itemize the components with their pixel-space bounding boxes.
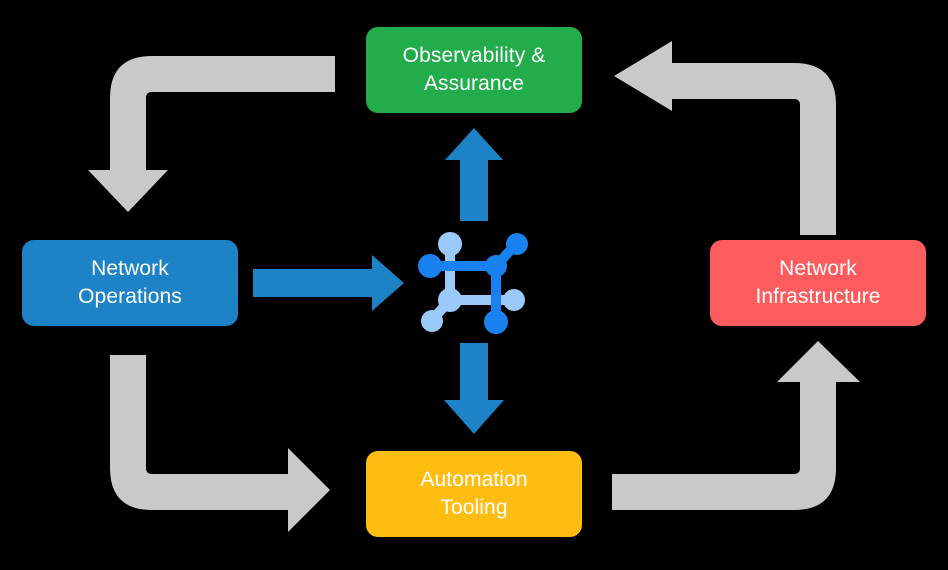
node-label-network-infrastructure: Network Infrastructure xyxy=(755,257,881,308)
cycle-arrow-observability-to-operations xyxy=(88,56,335,212)
flow-arrow-ops-to-center xyxy=(253,255,404,311)
cycle-arrow-automation-to-infrastructure xyxy=(612,341,860,510)
node-label-automation-tooling: Automation Tooling xyxy=(420,468,528,519)
topology-dark-nodes xyxy=(418,233,528,334)
topology-light-nodes xyxy=(421,232,525,332)
node-box-network-operations[interactable]: Network Operations xyxy=(22,240,238,326)
flow-arrow-center-to-observability xyxy=(445,128,503,221)
node-label-network-operations: Network Operations xyxy=(78,257,182,308)
node-box-network-infrastructure[interactable]: Network Infrastructure xyxy=(710,240,926,326)
flow-arrow-center-to-automation xyxy=(444,343,504,434)
node-box-automation-tooling[interactable]: Automation Tooling xyxy=(366,451,582,537)
node-box-observability-assurance[interactable]: Observability & Assurance xyxy=(366,27,582,113)
node-label-observability-assurance: Observability & Assurance xyxy=(402,44,546,95)
cycle-arrow-infrastructure-to-observability xyxy=(614,41,836,235)
cycle-arrow-operations-to-automation xyxy=(110,355,330,532)
network-topology-icon xyxy=(418,232,528,334)
